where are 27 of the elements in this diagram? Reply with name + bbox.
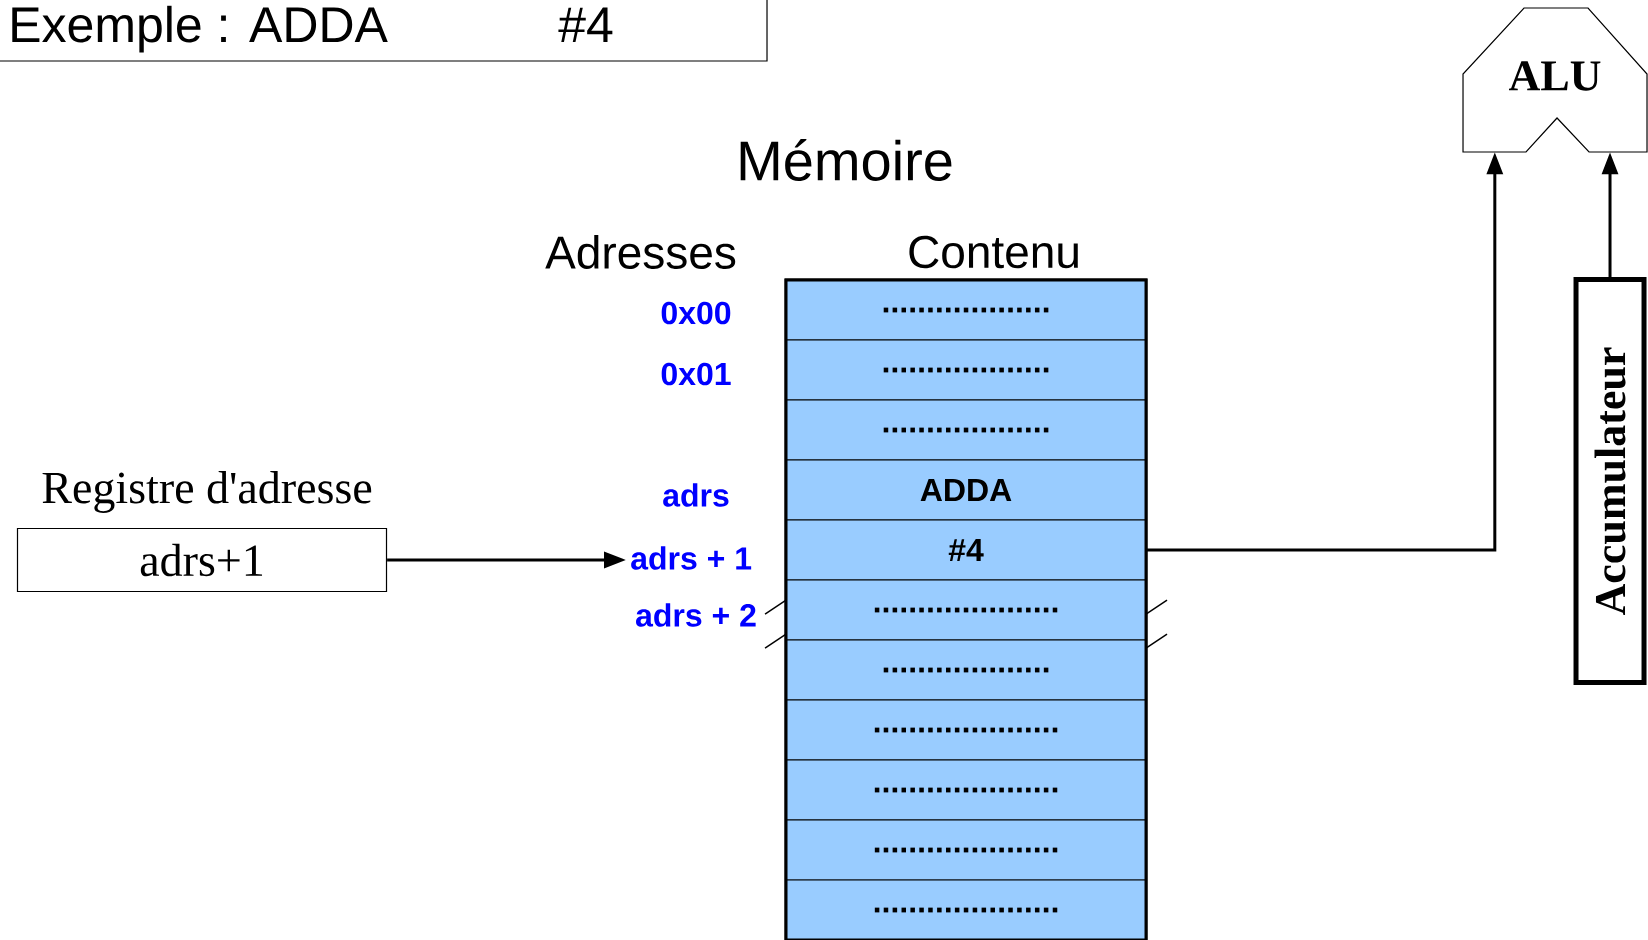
- title-box: [0, 0, 768, 62]
- memory-cell: ADDA: [785, 459, 1147, 521]
- title-text: Exemple : ADDA: [12, 5, 388, 53]
- address-label: adrs: [663, 483, 729, 507]
- column-heading: Contenu: [909, 235, 1078, 269]
- alu-label: ALU: [1509, 61, 1601, 91]
- address-label: 0x00: [661, 301, 731, 325]
- alu-shape: [1462, 7, 1648, 153]
- column-heading: Adresses: [545, 235, 736, 269]
- title-text: #4: [558, 7, 613, 42]
- accumulator-box: Accumulateur: [1573, 277, 1647, 685]
- memory-cell: .....................: [785, 819, 1147, 881]
- memory-cell: ...................: [785, 339, 1147, 401]
- memory-cell: .....................: [785, 579, 1147, 641]
- address-label: 0x01: [661, 362, 731, 386]
- memory-heading: Mémoire: [740, 139, 952, 181]
- memory-cell: #4: [785, 519, 1147, 581]
- address-text: adrs + 1: [631, 546, 752, 570]
- register-box: adrs+1: [16, 527, 388, 593]
- memory-cell: .....................: [785, 879, 1147, 940]
- memory-cell: .....................: [785, 699, 1147, 761]
- memory-cell: ...................: [785, 279, 1147, 341]
- address-label: adrs + 2: [636, 603, 756, 627]
- register-label: Registre d'adresse: [42, 471, 372, 513]
- memory-cell: .....................: [785, 759, 1147, 821]
- memory-cell: ...................: [785, 639, 1147, 701]
- memory-cell: ...................: [785, 399, 1147, 461]
